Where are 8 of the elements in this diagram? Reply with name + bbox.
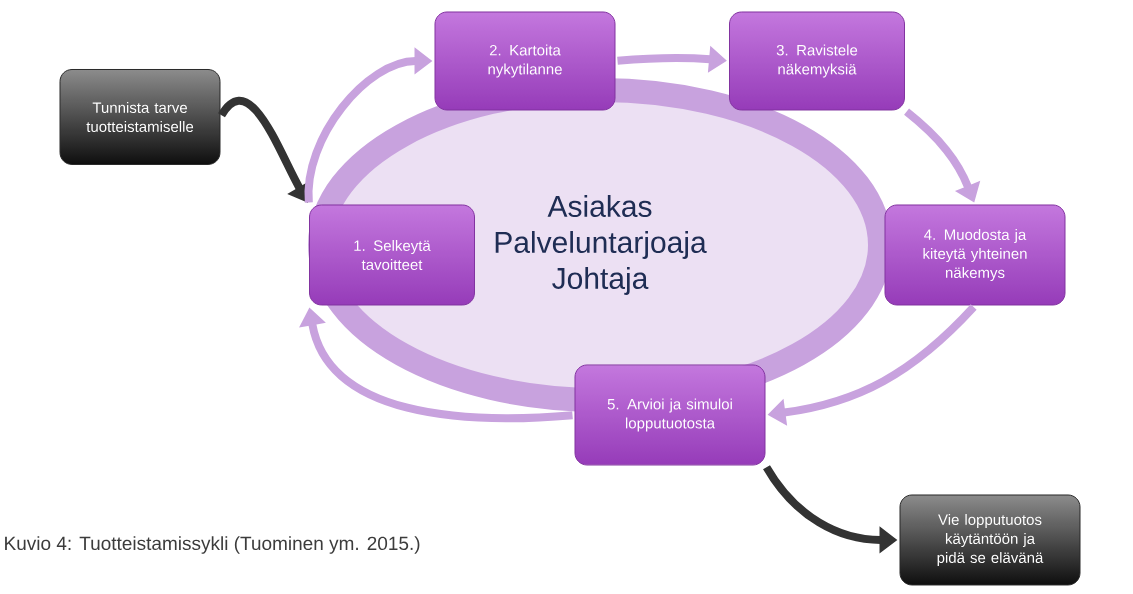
step-box: Vie lopputuotos käytäntöön ja pidä se elävänä [899,494,1081,586]
process-box: 3. Ravistele näkemyksiä [729,11,905,111]
process-box: 2. Kartoita nykytilanne [434,11,616,111]
process-box: 5. Arvioi ja simuloi lopputuotosta [574,364,766,466]
caption: Kuvio 4: Tuotteistamissykli (Tuominen ym. 2015.) [5,536,420,554]
step-box: Tunnista tarve tuotteistamiselle [59,69,221,165]
process-box: 4. Muodosta ja kiteytä yhteinen näkemys [884,204,1066,306]
process-box: 1. Selkeytä tavoitteet [309,204,475,306]
